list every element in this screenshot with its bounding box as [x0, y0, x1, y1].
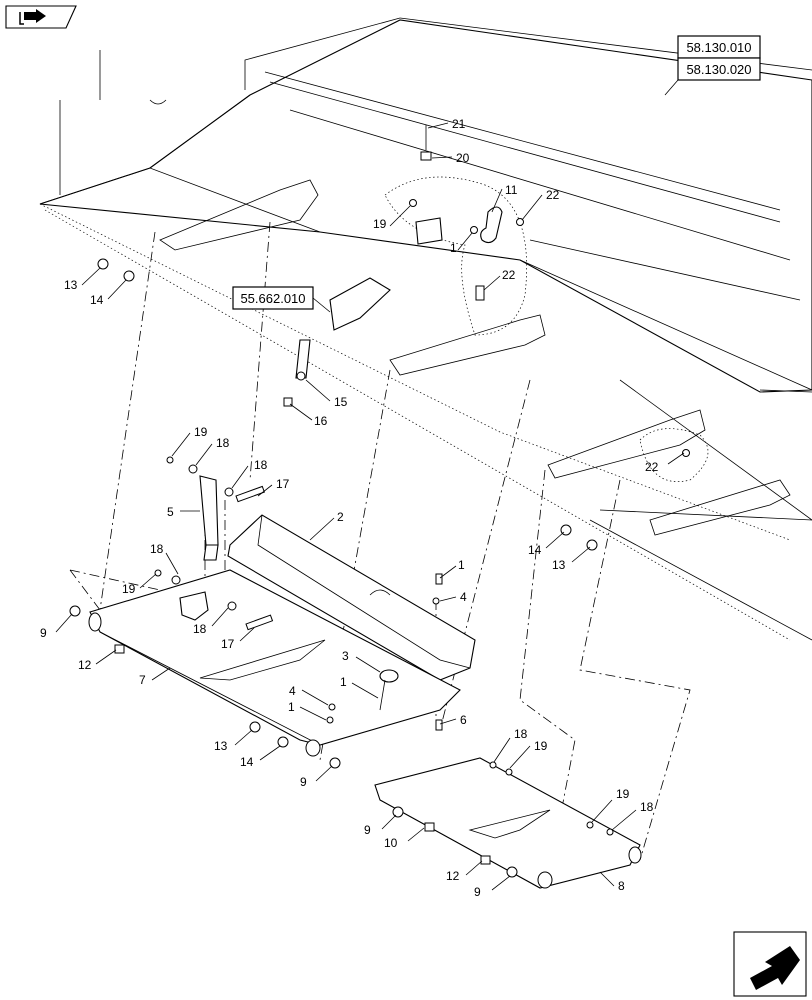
callout-label: 13 — [64, 278, 78, 292]
forward-arrow-icon[interactable] — [5, 5, 77, 29]
ref-box-58-130-010[interactable]: 58.130.010 — [677, 35, 761, 59]
ref-box-55-662-010[interactable]: 55.662.010 — [232, 286, 314, 310]
callout-label: 22 — [502, 268, 516, 282]
callout-label: 1 — [450, 241, 457, 255]
callout-label: 9 — [40, 626, 47, 640]
callout-label: 6 — [460, 713, 467, 727]
callout-label: 19 — [616, 787, 630, 801]
ref-label: 58.130.020 — [686, 62, 751, 77]
callout-label: 7 — [139, 673, 146, 687]
latch-hardware — [97, 125, 690, 551]
callouts: 21 20 11 22 19 1 22 13 14 15 16 19 18 18… — [40, 117, 685, 899]
strap-part-5 — [199, 475, 219, 561]
ref-label: 58.130.010 — [686, 40, 751, 55]
callout-label: 18 — [640, 800, 654, 814]
callout-label: 1 — [340, 675, 347, 689]
header-frame-assembly — [39, 17, 812, 641]
callout-label: 14 — [528, 543, 542, 557]
callout-label: 22 — [645, 460, 659, 474]
callout-label: 22 — [546, 188, 560, 202]
callout-label: 5 — [167, 505, 174, 519]
right-tray-part-8 — [374, 757, 642, 889]
callout-label: 2 — [337, 510, 344, 524]
callout-label: 18 — [254, 458, 268, 472]
callout-label: 18 — [514, 727, 528, 741]
callout-label: 17 — [221, 637, 235, 651]
callout-label: 16 — [314, 414, 328, 428]
callout-label: 14 — [240, 755, 254, 769]
callout-label: 8 — [618, 879, 625, 893]
ref-box-58-130-020[interactable]: 58.130.020 — [677, 57, 761, 81]
callout-label: 18 — [193, 622, 207, 636]
callout-label: 19 — [373, 217, 387, 231]
callout-label: 4 — [289, 684, 296, 698]
callout-label: 10 — [384, 836, 398, 850]
ref-label: 55.662.010 — [240, 291, 305, 306]
callout-label: 15 — [334, 395, 348, 409]
callout-label: 1 — [458, 558, 465, 572]
callout-label: 3 — [342, 649, 349, 663]
callout-label: 18 — [216, 436, 230, 450]
callout-label: 12 — [446, 869, 460, 883]
callout-label: 4 — [460, 590, 467, 604]
callout-label: 14 — [90, 293, 104, 307]
knob-part-3 — [379, 669, 399, 711]
callout-label: 9 — [300, 775, 307, 789]
back-arrow-icon[interactable] — [733, 931, 807, 997]
callout-label: 18 — [150, 542, 164, 556]
callout-label: 19 — [534, 739, 548, 753]
callout-label: 9 — [474, 885, 481, 899]
fasteners — [69, 456, 614, 878]
callout-label: 21 — [452, 117, 466, 131]
callout-label: 12 — [78, 658, 92, 672]
callout-label: 17 — [276, 477, 290, 491]
callout-label: 11 — [505, 183, 518, 197]
callout-label: 19 — [194, 425, 208, 439]
callout-label: 9 — [364, 823, 371, 837]
callout-label: 19 — [122, 582, 136, 596]
callout-label: 13 — [552, 558, 566, 572]
callout-label: 20 — [456, 151, 470, 165]
callout-label: 1 — [288, 700, 295, 714]
callout-label: 13 — [214, 739, 228, 753]
left-tray-part-7 — [88, 569, 461, 757]
